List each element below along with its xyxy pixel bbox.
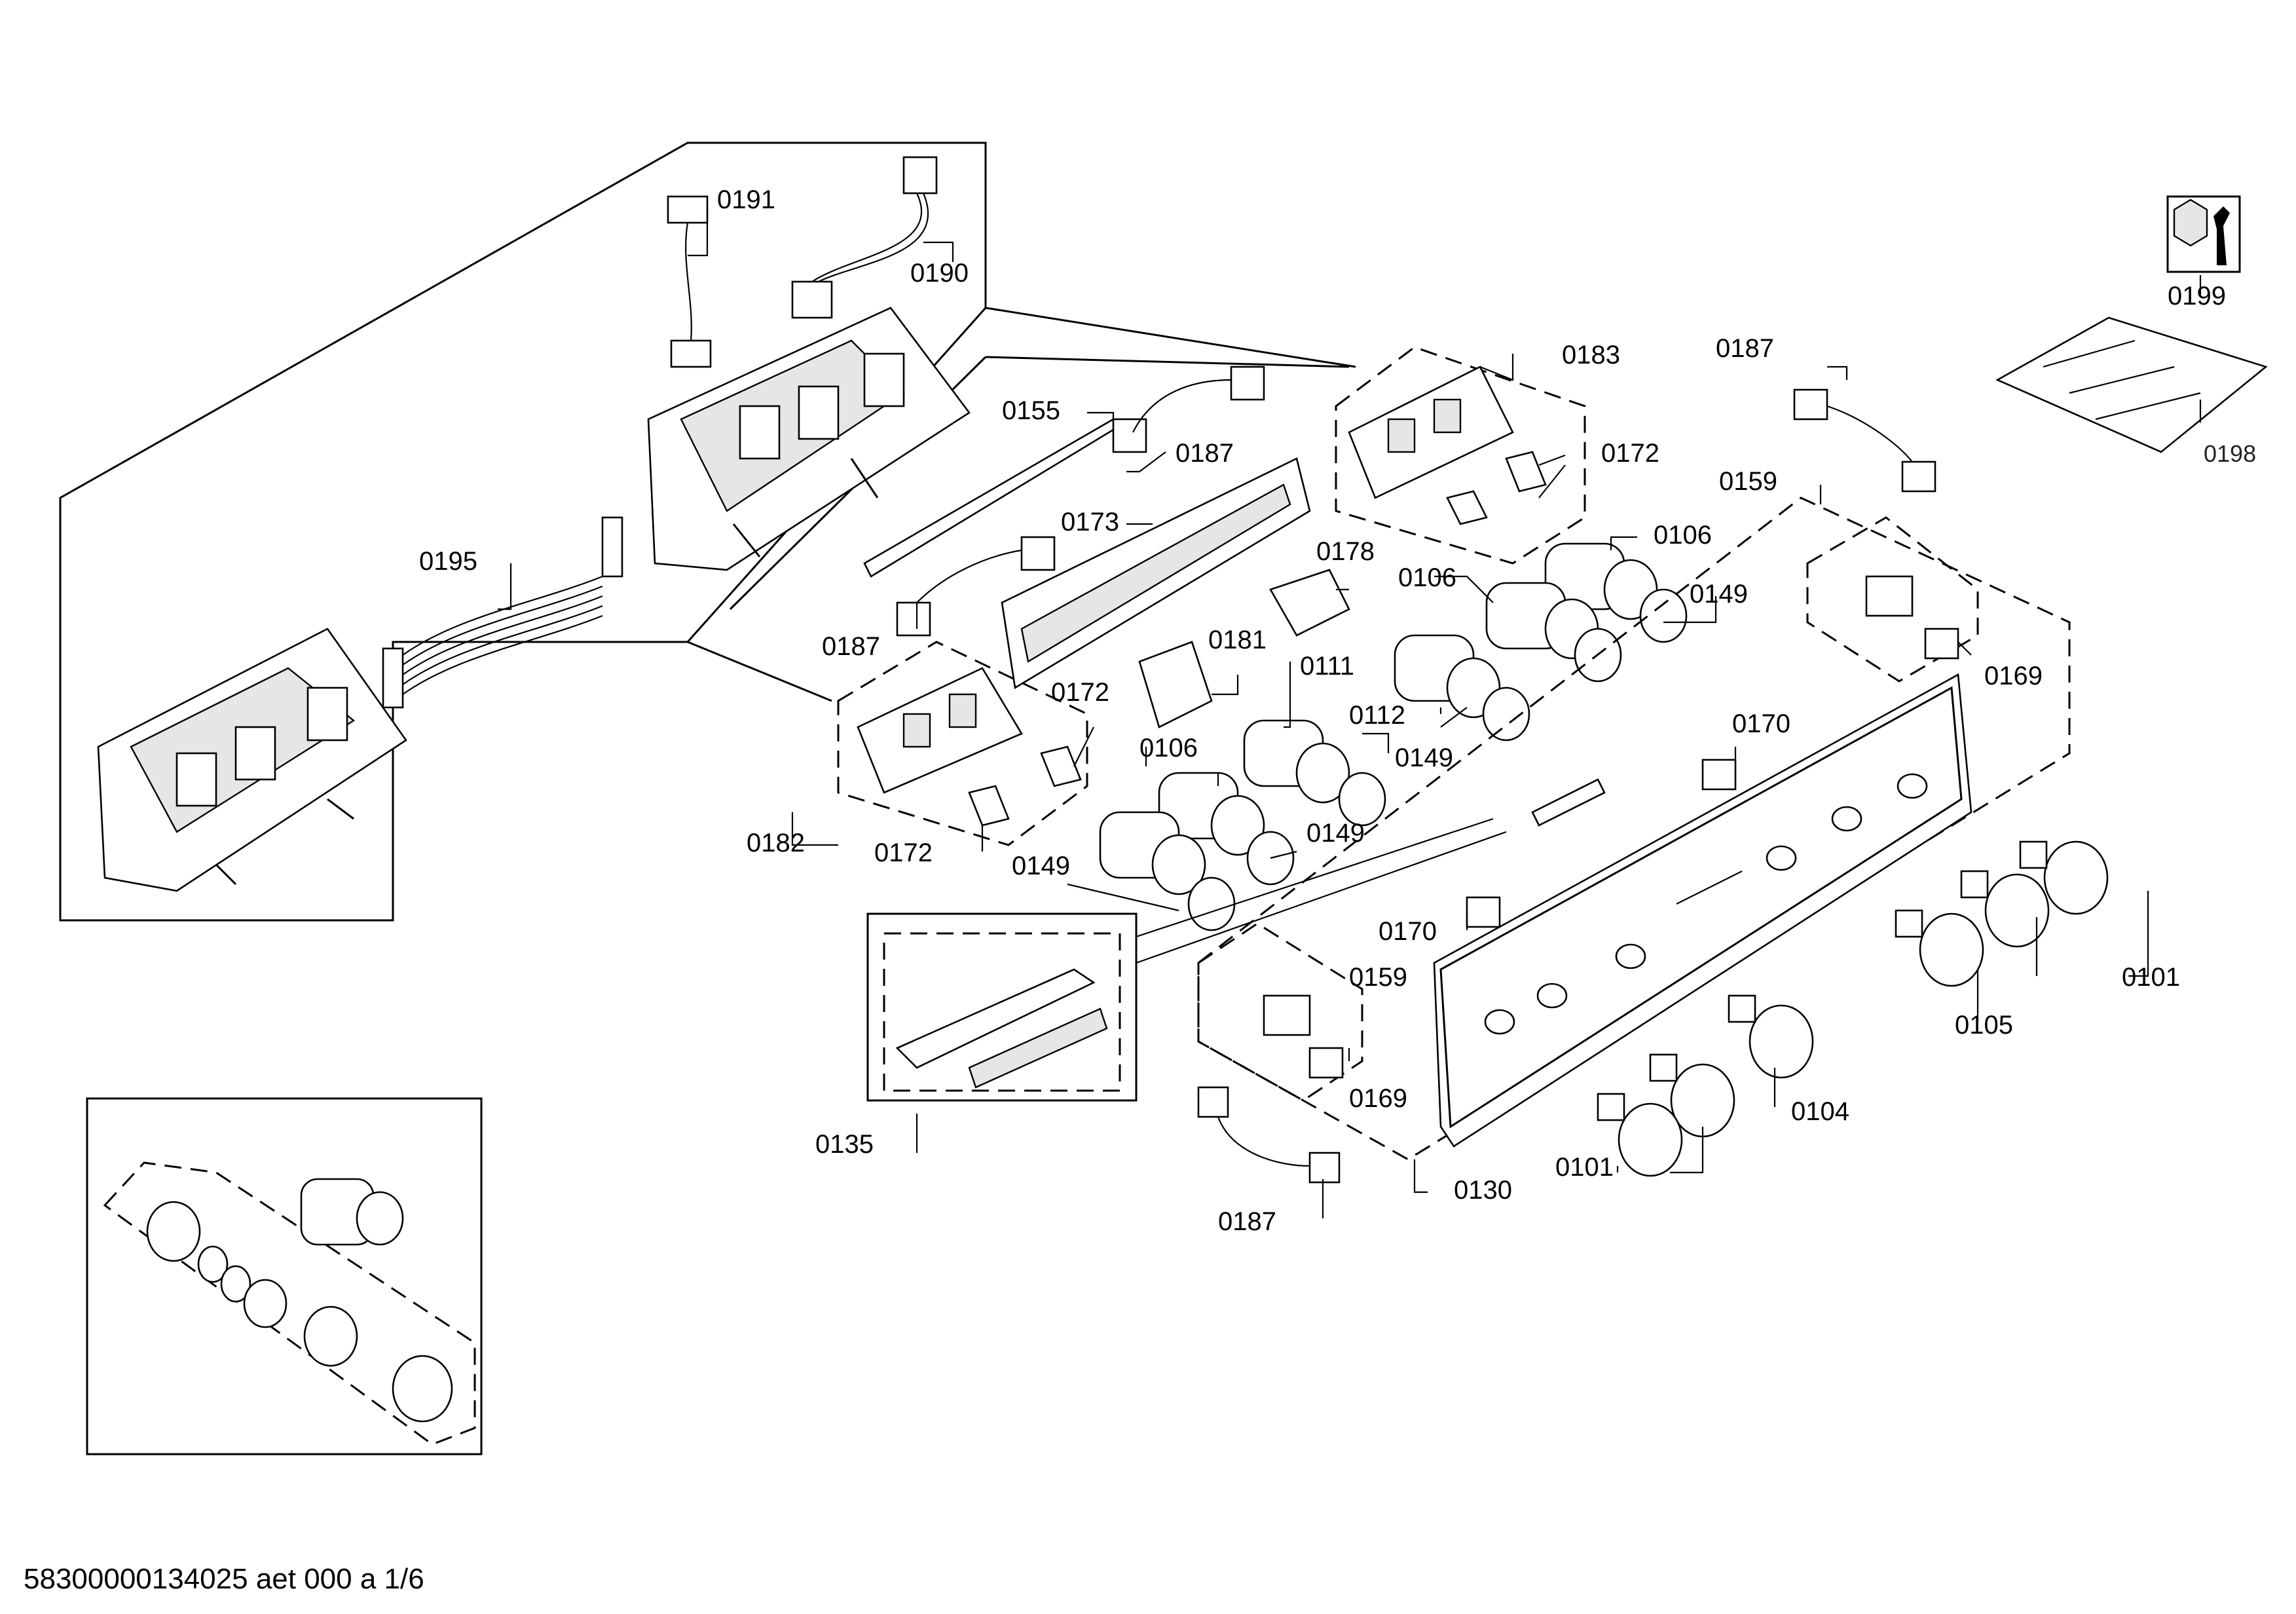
leader-lines xyxy=(498,210,2202,1218)
label-0105: 0105 xyxy=(1955,1011,2013,1040)
label-0169-lower: 0169 xyxy=(1349,1084,1407,1113)
label-0149-mid: 0149 xyxy=(1395,743,1453,772)
module-0183 xyxy=(1335,346,1586,565)
label-0187-right: 0187 xyxy=(1716,334,1774,363)
switch-module-upper xyxy=(647,307,971,571)
label-0183: 0183 xyxy=(1562,341,1620,369)
label-0149-right: 0149 xyxy=(1690,580,1748,609)
knob-0101-top xyxy=(2019,840,2109,915)
knob-0104 xyxy=(1728,994,1814,1079)
label-0198: 0198 xyxy=(2204,440,2256,467)
label-0112: 0112 xyxy=(1349,701,1405,730)
label-0190: 0190 xyxy=(910,259,969,288)
label-0195: 0195 xyxy=(419,547,477,576)
knob-0101-lower-a xyxy=(1649,1053,1735,1138)
label-0149-left: 0149 xyxy=(1012,852,1070,880)
label-0172-right: 0172 xyxy=(1601,439,1659,468)
control-board-assembly xyxy=(863,366,1311,690)
knob-0101-lower-b xyxy=(1597,1093,1683,1177)
module-0159-lower xyxy=(1197,922,1363,1102)
knob-core-left xyxy=(1099,811,1236,931)
label-0178: 0178 xyxy=(1316,537,1375,566)
knob-exploded-inset xyxy=(86,1097,483,1455)
label-0159-lower: 0159 xyxy=(1349,963,1407,992)
inset-0135 xyxy=(866,778,1606,1102)
label-0106-mid: 0106 xyxy=(1398,563,1456,592)
label-0155: 0155 xyxy=(1002,396,1060,425)
label-0173: 0173 xyxy=(1061,508,1119,536)
label-0181: 0181 xyxy=(1208,626,1267,654)
label-0111: 0111 xyxy=(1300,652,1354,681)
label-0101-lower: 0101 xyxy=(1555,1153,1614,1182)
part-labels: 0191 0190 0195 0155 0187 0173 0187 0183 … xyxy=(419,185,2256,1236)
cable-0187-bottom xyxy=(1197,1086,1341,1184)
label-0159-upper: 0159 xyxy=(1719,467,1777,496)
cable-0187-right xyxy=(1793,388,1936,493)
label-0172-low: 0172 xyxy=(874,838,933,867)
knob-0101-second xyxy=(1960,870,2050,948)
switch-module-lower xyxy=(97,628,407,892)
knob-cores xyxy=(1099,542,1688,931)
ribbon-cable xyxy=(382,516,623,709)
label-0172-mid: 0172 xyxy=(1051,678,1109,707)
label-0101-right: 0101 xyxy=(2122,963,2180,992)
label-0135: 0135 xyxy=(815,1130,874,1159)
label-0106-right: 0106 xyxy=(1654,521,1712,550)
label-0170-upper: 0170 xyxy=(1732,709,1790,738)
screw-bag-0198 xyxy=(1995,316,2268,453)
cable-harness-0190 xyxy=(791,156,938,319)
label-0169-upper: 0169 xyxy=(1984,662,2043,690)
label-0182: 0182 xyxy=(747,829,805,857)
label-0187-left: 0187 xyxy=(822,632,880,661)
module-0159-upper xyxy=(1806,516,1979,683)
label-0199: 0199 xyxy=(2168,282,2226,310)
label-0170-lower: 0170 xyxy=(1379,917,1437,946)
knob-core-0112 xyxy=(1394,634,1530,741)
knob-core-center xyxy=(1158,772,1295,886)
front-panel-assembly xyxy=(1197,497,2071,1161)
bracket-0178 xyxy=(1269,569,1350,637)
label-0149-center: 0149 xyxy=(1306,819,1365,848)
wrench-icon xyxy=(2213,206,2230,265)
cable-harness-0191 xyxy=(667,195,712,368)
service-kit-icon xyxy=(2166,195,2241,273)
bracket-0181 xyxy=(1138,641,1213,728)
knob-core-0111 xyxy=(1243,719,1386,827)
label-0106-left: 0106 xyxy=(1139,734,1198,762)
label-0187-top: 0187 xyxy=(1176,439,1234,468)
label-0130: 0130 xyxy=(1454,1176,1512,1205)
label-0187-bottom: 0187 xyxy=(1218,1207,1276,1236)
knob-0105 xyxy=(1895,909,1984,987)
module-0182 xyxy=(837,641,1088,846)
drawing-id-footer: 58300000134025 aet 000 a 1/6 xyxy=(24,1563,424,1595)
label-0191: 0191 xyxy=(717,185,775,214)
control-knobs xyxy=(1597,840,2109,1177)
label-0104: 0104 xyxy=(1791,1097,1849,1126)
